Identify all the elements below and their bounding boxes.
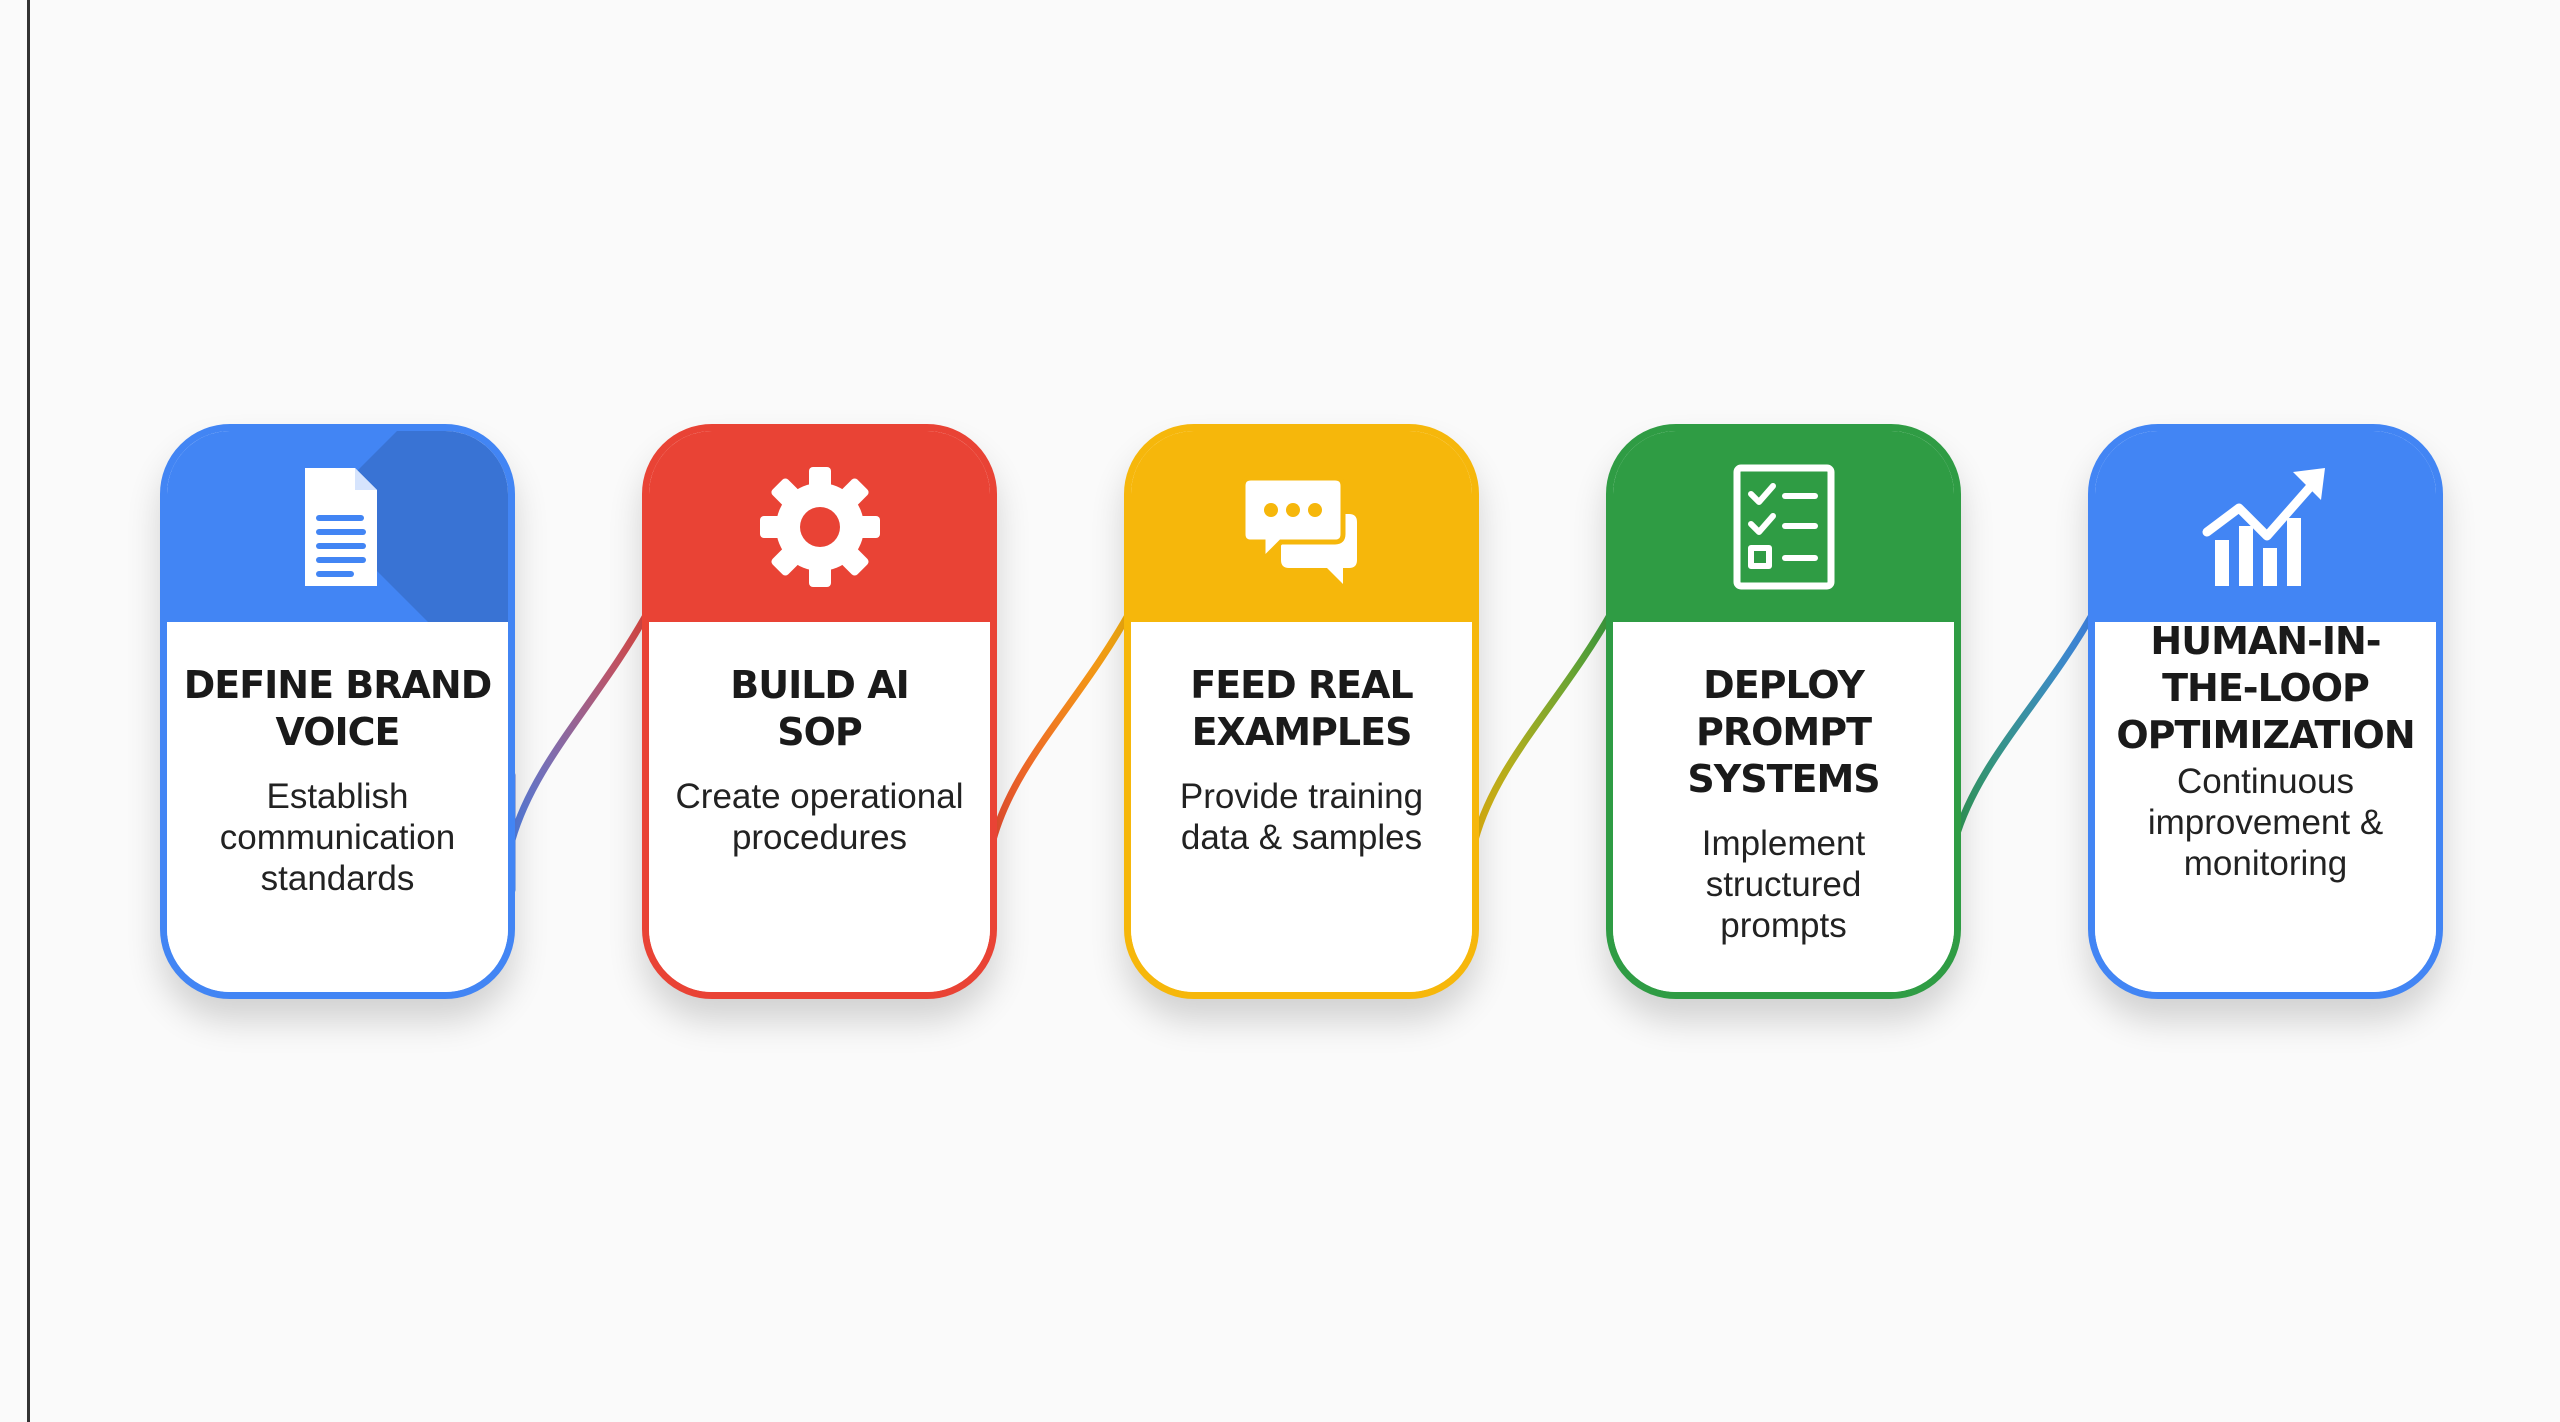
step-description: Establish communication standards [219,777,456,898]
step-card-define-brand-voice: DEFINE BRAND VOICE Establish communicati… [160,424,515,999]
connector-4-5 [1951,586,2100,894]
card-header [1613,431,1954,622]
step-title: FEED REAL EXAMPLES [1190,663,1414,754]
card-header [2095,431,2436,622]
step-title: BUILD AI SOP [730,663,910,754]
step-title: HUMAN-IN-THE-LOOP OPTIMIZATION [2116,619,2415,757]
step-title: DEPLOY PROMPT SYSTEMS [1687,663,1880,801]
step-card-deploy-prompt-systems: DEPLOY PROMPT SYSTEMS Implement structur… [1606,424,1961,999]
step-title: DEFINE BRAND VOICE [183,663,493,754]
step-description: Create operational procedures [675,777,964,857]
connector-3-4 [1471,586,1618,894]
gear-icon [755,462,885,592]
connector-1-2 [508,586,654,894]
step-card-human-in-the-loop-optimization: HUMAN-IN-THE-LOOP OPTIMIZATION Continuou… [2088,424,2443,999]
card-body: DEFINE BRAND VOICE Establish communicati… [167,622,508,992]
step-description: Implement structured prompts [1701,824,1866,945]
card-header [167,431,508,622]
chat-bubbles-icon [1237,462,1367,592]
checklist-icon [1719,462,1849,592]
card-body: DEPLOY PROMPT SYSTEMS Implement structur… [1613,622,1954,992]
step-card-feed-real-examples: FEED REAL EXAMPLES Provide training data… [1124,424,1479,999]
card-body: FEED REAL EXAMPLES Provide training data… [1131,622,1472,992]
card-header [1131,431,1472,622]
growth-chart-icon [2201,462,2331,592]
card-body: HUMAN-IN-THE-LOOP OPTIMIZATION Continuou… [2095,619,2436,992]
step-description: Continuous improvement & monitoring [2147,762,2384,883]
card-body: BUILD AI SOP Create operational procedur… [649,622,990,992]
step-card-build-ai-sop: BUILD AI SOP Create operational procedur… [642,424,997,999]
connector-2-3 [989,586,1136,894]
step-description: Provide training data & samples [1179,777,1424,857]
document-icon [273,462,403,592]
card-header [649,431,990,622]
left-edge-rule [27,0,30,1422]
